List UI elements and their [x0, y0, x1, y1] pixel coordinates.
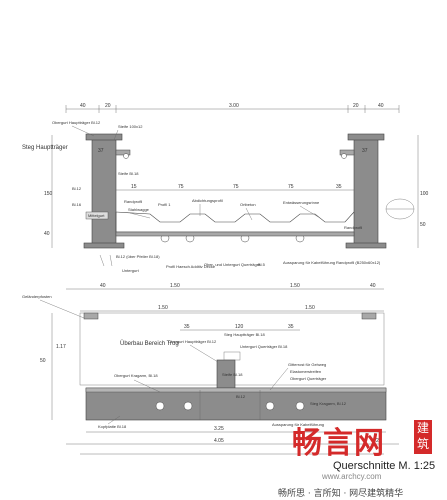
v-dim-100: 100 — [420, 191, 429, 197]
b-inner-35a: 35 — [184, 324, 190, 330]
label-aussparung: Aussparung für Kabelführung — [283, 260, 335, 265]
drawing-caption: Querschnitte M. 1:25 — [333, 460, 436, 472]
label-obergurt-h: Obergurt Hauptträger Bl.12 — [168, 339, 217, 344]
cross-beam-flange — [115, 231, 355, 237]
left-bottom-flange — [83, 242, 125, 249]
label-elastomer: Elastomerstreifen — [290, 369, 321, 374]
watermark-url: www.archcy.com — [322, 472, 382, 481]
post-left — [83, 312, 99, 320]
top-section: 40 20 3.00 20 40 37 37 15 — [22, 103, 429, 273]
label-profil-haesch: Profil Haesch Additiv Decke — [166, 264, 216, 269]
label-steg: Steg Hauptträger — [22, 145, 68, 151]
v-dim-50: 50 — [420, 222, 426, 228]
label-bl16: Bl.16 — [72, 202, 82, 207]
b-dim-2: 1.50 — [170, 283, 180, 289]
label-bl12: Bl.12 — [236, 394, 246, 399]
label-obergurt: Obergurt Hauptträger Bl.12 — [52, 120, 101, 125]
dim-mid-5: 35 — [336, 184, 342, 190]
label-randprofil2: Randprofil — [344, 225, 362, 230]
mittelgurt-box — [85, 211, 109, 220]
b-dim-150a: 1.50 — [158, 305, 168, 311]
watermark-logo: 畅言网 — [292, 426, 385, 461]
label-ueberbau: Überbau Bereich Trog — [120, 340, 179, 347]
dim-top-1: 40 — [80, 103, 86, 109]
left-top-flange — [85, 133, 123, 141]
girder-holes — [155, 401, 305, 411]
right-bottom-flange — [345, 242, 387, 249]
right-stiffener — [339, 149, 355, 156]
b-bottom-20: 20 — [376, 438, 382, 444]
cantilever-girder — [85, 387, 387, 421]
label-entwaesserung: Entwässerungsrinne — [283, 200, 320, 205]
b-dim-150b: 1.50 — [305, 305, 315, 311]
label-mittelgurt: Mittelgurt — [88, 213, 105, 218]
dim-37-right: 37 — [362, 148, 368, 154]
label-ortbeton: Ortbeton — [240, 202, 256, 207]
label-abdichtung: Abdichtungsprofil — [192, 198, 223, 203]
label-steg-h: Steg Hauptträger Bl.18 — [224, 332, 265, 337]
left-main-girder — [91, 134, 117, 248]
label-profil1: Profil 1 — [158, 202, 171, 207]
dim-top-5: 40 — [378, 103, 384, 109]
label-aussparung-b: Aussparung für Kabelführung — [272, 422, 324, 427]
label-randprofil: Randprofil — [124, 199, 142, 204]
bottom-section: 40 1.50 1.50 40 1.50 1.50 35 120 35 — [22, 283, 399, 455]
b-dim-4: 40 — [370, 283, 376, 289]
dim-top-3: 3.00 — [229, 103, 239, 109]
b-inner-120: 120 — [235, 324, 244, 330]
deck-profile — [115, 211, 355, 223]
right-top-flange — [347, 133, 385, 141]
post-right — [361, 312, 377, 320]
label-randprofil3: Randprofil (B250x60x12) — [336, 260, 381, 265]
label-untergurt-q: Untergurt Querträger Bl.18 — [240, 344, 288, 349]
b-dim-3: 1.50 — [290, 283, 300, 289]
b-bottom-405: 4.05 — [214, 438, 224, 444]
label-ueber-pfeiler: Bl.12 (über Pfeiler Bl.18) — [116, 254, 160, 259]
b-vdim-117: 1.17 — [56, 344, 66, 350]
b-bottom-325: 3.25 — [214, 426, 224, 432]
label-kopfplatte: Kopfplatte Bl.18 — [98, 424, 127, 429]
watermark-tagline: 畅所思 · 言所知 · 网尽建筑精华 — [278, 489, 404, 499]
label-steg-k: Steg Kragarm, Bl.12 — [310, 401, 347, 406]
b-vdim-50: 50 — [40, 358, 46, 364]
label-bl5: Bl.5 — [258, 262, 266, 267]
b-inner-35b: 35 — [288, 324, 294, 330]
b-dim-1: 40 — [100, 283, 106, 289]
label-steife2: Steife Bl.18 — [118, 171, 139, 176]
label-stahlwagge: Stahlwagge — [128, 207, 150, 212]
dim-mid-3: 75 — [233, 184, 239, 190]
label-gelaender: Geländerpfosten — [22, 294, 52, 299]
left-stiffener — [115, 149, 131, 156]
label-untergurt: Untergurt — [122, 268, 140, 273]
label-bl12: Bl.12 — [72, 186, 82, 191]
v-dim-150: 150 — [44, 191, 53, 197]
watermark-seal: 建筑 — [414, 420, 432, 454]
dim-mid-2: 75 — [178, 184, 184, 190]
dim-top-4: 20 — [353, 103, 359, 109]
dim-mid-4: 75 — [288, 184, 294, 190]
label-steife-bl: Steife Bl.18 — [222, 372, 243, 377]
label-obergurt-q: Obergurt Querträger — [290, 376, 327, 381]
dim-top-2: 20 — [105, 103, 111, 109]
label-obergurt-k: Obergurt Kragarm, Bl.18 — [114, 373, 158, 378]
v-dim-40: 40 — [44, 231, 50, 237]
dim-mid-1: 15 — [131, 184, 137, 190]
dim-37-left: 37 — [98, 148, 104, 154]
label-ober-unter: Ober- und Untergurt Querträger — [204, 262, 261, 267]
right-main-girder — [353, 134, 379, 248]
label-gitterrost: Gitterrost für Gehweg — [288, 362, 326, 367]
label-steife: Steife 100x12 — [118, 124, 143, 129]
